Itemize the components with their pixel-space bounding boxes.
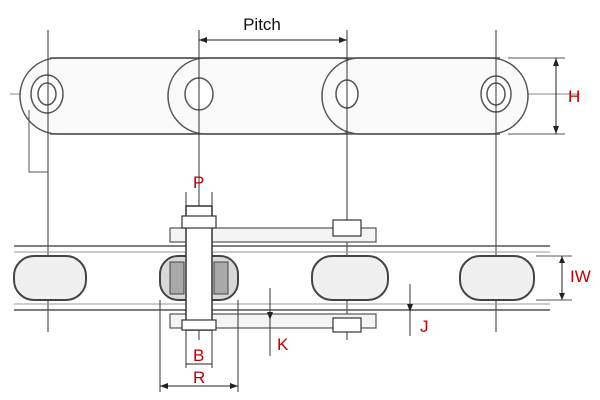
roller-1	[13, 255, 87, 301]
k-dimension: K	[267, 288, 289, 356]
pin-3-head-top	[332, 219, 362, 237]
b-label: B	[193, 346, 204, 365]
pin-head-top	[181, 215, 217, 229]
pin-hole-1	[30, 74, 64, 114]
p-dimension: P	[185, 173, 213, 206]
j-label: J	[420, 317, 429, 336]
h-label: H	[568, 87, 580, 106]
p-label: P	[193, 173, 204, 192]
k-label: K	[277, 335, 289, 354]
h-dimension: H	[508, 57, 580, 135]
bushing-left	[169, 261, 185, 295]
bushing-right	[213, 261, 229, 295]
iw-label: IW	[570, 267, 591, 286]
roller-section-view	[13, 205, 550, 333]
plate-offset-bracket	[28, 110, 48, 173]
pitch-label: Pitch	[243, 15, 281, 34]
pin-head-bottom	[181, 319, 217, 331]
roller-3	[311, 255, 389, 301]
r-dimension: R	[159, 300, 239, 392]
pitch-dimension: Pitch	[199, 15, 347, 43]
side-plate-view	[10, 57, 580, 173]
inner-plate-top	[169, 227, 377, 243]
j-dimension: J	[407, 284, 429, 336]
inner-plate-bottom	[169, 313, 377, 329]
b-dimension: B	[185, 330, 213, 368]
iw-dimension: IW	[536, 255, 591, 301]
roller-4	[459, 255, 535, 301]
pin-3-head-bottom	[332, 317, 362, 333]
r-label: R	[193, 368, 205, 387]
